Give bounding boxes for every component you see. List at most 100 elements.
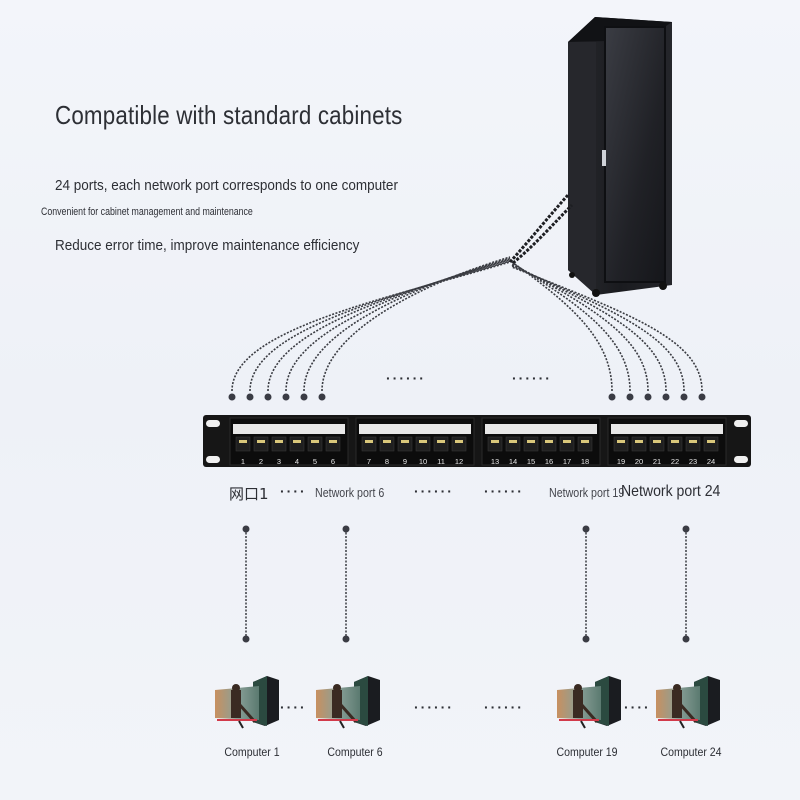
port-number: 3 — [277, 457, 281, 466]
rj45-port — [703, 436, 719, 452]
port-number: 9 — [403, 457, 407, 466]
port-ellipsis-2: ······ — [414, 483, 454, 499]
rj45-port — [379, 436, 395, 452]
port-number: 16 — [545, 457, 553, 466]
computer-ellipsis-4: ···· — [624, 699, 651, 715]
monitor-base-light — [217, 719, 257, 721]
port-number: 19 — [617, 457, 625, 466]
computer-ellipsis-2: ······ — [414, 699, 454, 715]
rj45-port — [685, 436, 701, 452]
monitor-base-light — [559, 719, 599, 721]
link-dot-bottom — [682, 635, 690, 643]
port-number: 24 — [707, 457, 715, 466]
game-character — [231, 690, 241, 718]
rj45-port — [253, 436, 269, 452]
computer-icon — [316, 676, 380, 729]
port-label-19: Network port 19 — [549, 485, 625, 500]
port-number: 20 — [635, 457, 643, 466]
port-contacts — [617, 440, 625, 443]
port-contacts — [527, 440, 535, 443]
cable-endpoint-dot — [264, 393, 272, 401]
cable-endpoint-dot — [626, 393, 634, 401]
cable-right — [511, 265, 685, 392]
label-strip — [233, 424, 345, 434]
port-number: 18 — [581, 457, 589, 466]
computer-label-24: Computer 24 — [660, 745, 722, 759]
port-contacts — [419, 440, 427, 443]
monitor-base-light — [658, 719, 698, 721]
cable-left — [303, 257, 511, 392]
rj45-port — [361, 436, 377, 452]
port-contacts — [491, 440, 499, 443]
cabinet-wheel — [659, 282, 667, 290]
rj45-port — [325, 436, 341, 452]
headline: Compatible with standard cabinets — [55, 100, 403, 130]
port-contacts — [275, 440, 283, 443]
rj45-port — [613, 436, 629, 452]
rj45-port — [631, 436, 647, 452]
cable-right — [511, 266, 703, 392]
feature-ports: 24 ports, each network port corresponds … — [55, 177, 398, 194]
port-number: 17 — [563, 457, 571, 466]
port-label-6: Network port 6 — [315, 485, 385, 500]
port-contacts — [401, 440, 409, 443]
link-dot-bottom — [342, 635, 350, 643]
cable-endpoint-dot — [662, 393, 670, 401]
cable-endpoint-dot — [300, 393, 308, 401]
rj45-port — [505, 436, 521, 452]
port-number: 15 — [527, 457, 535, 466]
cable-trunk — [508, 193, 570, 264]
port-contacts — [455, 440, 463, 443]
rack-ear-hole — [206, 420, 220, 427]
cable-left — [249, 260, 511, 392]
rj45-port — [541, 436, 557, 452]
cable-endpoint-dot — [246, 393, 254, 401]
game-character — [332, 690, 342, 718]
label-strip — [611, 424, 723, 434]
rack-ear-hole — [734, 420, 748, 427]
port-contacts — [311, 440, 319, 443]
link-dot-top — [582, 525, 590, 533]
link-dot-top — [682, 525, 690, 533]
port-number: 21 — [653, 457, 661, 466]
label-strip — [485, 424, 597, 434]
computer-label-19: Computer 19 — [556, 745, 618, 759]
port-contacts — [635, 440, 643, 443]
cable-endpoint-dot — [644, 393, 652, 401]
rj45-port — [559, 436, 575, 452]
port-contacts — [383, 440, 391, 443]
port-number: 10 — [419, 457, 427, 466]
link-dot-bottom — [242, 635, 250, 643]
port-contacts — [239, 440, 247, 443]
cable-endpoint-dot — [680, 393, 688, 401]
rack-ear-hole — [206, 456, 220, 463]
cabinet-glass-door — [604, 26, 666, 283]
port-number: 7 — [367, 457, 371, 466]
link-dot-top — [242, 525, 250, 533]
port-number: 13 — [491, 457, 499, 466]
cable-right — [511, 264, 667, 392]
feature-management: Convenient for cabinet management and ma… — [41, 206, 253, 218]
monitor-stand — [679, 720, 685, 729]
port-computer-links — [242, 525, 690, 643]
rj45-port — [649, 436, 665, 452]
cable-ellipsis-left: ······ — [386, 370, 426, 386]
port-ellipsis-1: ···· — [280, 483, 307, 499]
rj45-port — [271, 436, 287, 452]
port-ellipsis-3: ······ — [484, 483, 524, 499]
port-contacts — [329, 440, 337, 443]
port-label-1: 网口1 — [229, 485, 269, 503]
server-cabinet — [568, 17, 672, 297]
cabinet-door-handle — [602, 150, 606, 166]
rj45-port — [523, 436, 539, 452]
computer-label-6: Computer 6 — [327, 745, 383, 759]
computer-icon — [215, 676, 279, 729]
cable-left — [231, 261, 511, 392]
computer-ellipsis-3: ······ — [484, 699, 524, 715]
port-number: 8 — [385, 457, 389, 466]
computer-icon — [656, 676, 720, 729]
rj45-port — [667, 436, 683, 452]
port-contacts — [437, 440, 445, 443]
computers — [215, 676, 720, 729]
